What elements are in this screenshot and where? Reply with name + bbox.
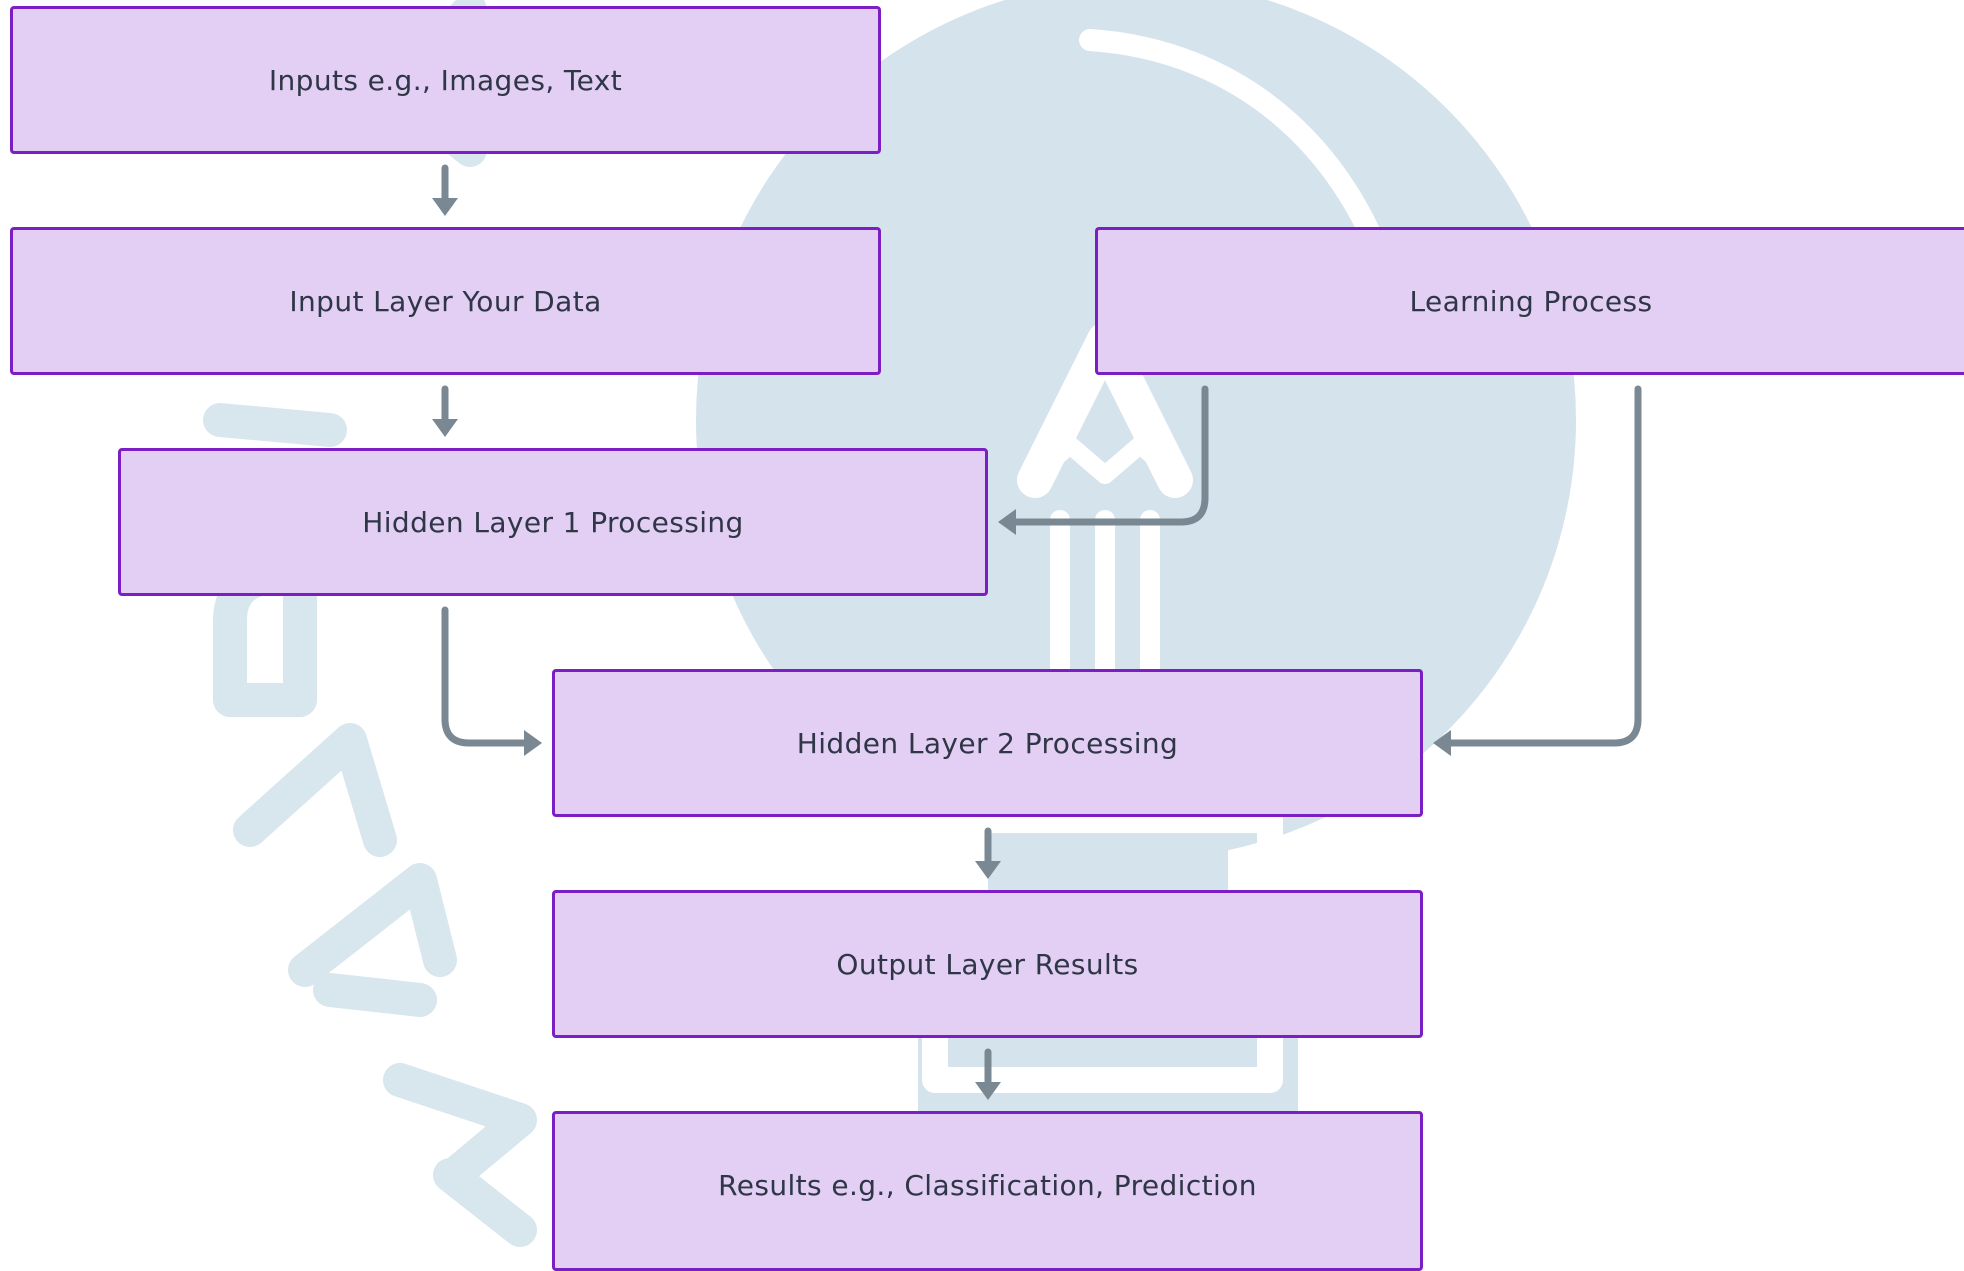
arrowhead-right [524, 730, 542, 756]
arrowhead-down [432, 419, 458, 437]
node-hidden-layer-2-label: Hidden Layer 2 Processing [796, 726, 1179, 760]
node-learning-process-label: Learning Process [1409, 284, 1653, 318]
arrowhead-down [975, 1082, 1001, 1100]
node-output-layer: Output Layer Results [552, 890, 1423, 1038]
node-hidden-layer-1-label: Hidden Layer 1 Processing [362, 505, 744, 539]
arrowhead-left [998, 509, 1016, 535]
node-hidden-layer-2: Hidden Layer 2 Processing [552, 669, 1423, 817]
node-results-label: Results e.g., Classification, Prediction [718, 1168, 1257, 1202]
node-hidden-layer-1: Hidden Layer 1 Processing [118, 448, 988, 596]
arrowhead-down [432, 198, 458, 216]
node-inputs: Inputs e.g., Images, Text [10, 6, 881, 154]
edge-hidden-1-to-hidden-2 [441, 606, 531, 747]
edge-learning-to-hidden-2 [1443, 385, 1642, 747]
edge-learning-to-hidden-1 [1008, 385, 1209, 526]
node-input-layer: Input Layer Your Data [10, 227, 881, 375]
arrowhead-left [1433, 730, 1451, 756]
node-results: Results e.g., Classification, Prediction [552, 1111, 1423, 1271]
node-learning-process: Learning Process [1095, 227, 1964, 375]
arrowhead-down [975, 861, 1001, 879]
node-input-layer-label: Input Layer Your Data [289, 284, 602, 318]
node-inputs-label: Inputs e.g., Images, Text [268, 63, 623, 97]
node-output-layer-label: Output Layer Results [836, 947, 1139, 981]
